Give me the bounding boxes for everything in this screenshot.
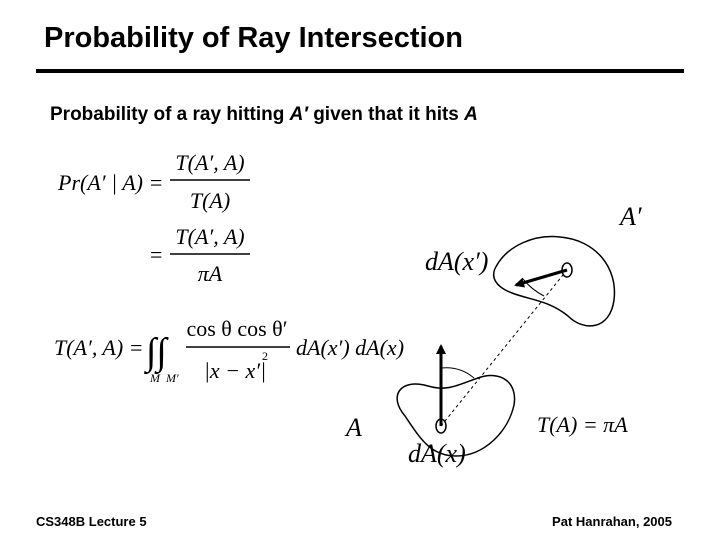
angle-arc — [440, 367, 475, 379]
angle-arc-prime — [521, 277, 545, 297]
title-underline — [36, 69, 684, 73]
label-a: A — [344, 413, 362, 442]
denominator-exponent: 2 — [262, 349, 268, 363]
connecting-ray — [440, 269, 568, 427]
frac2-numerator: T(A′, A) — [175, 224, 244, 249]
surface-a-prime — [492, 235, 616, 327]
integrand-denominator: |x − x′| — [204, 358, 266, 383]
integral-lower-mprime: M′ — [165, 371, 179, 385]
t-lhs: T(A′, A) = — [54, 335, 144, 360]
subtitle-text-2: given that it hits — [307, 104, 465, 125]
subtitle-aprime: A′ — [289, 104, 308, 125]
normal-arrow-prime — [514, 268, 568, 288]
frac2-denominator: πA — [198, 261, 223, 286]
differentials: dA(x′) dA(x) — [296, 335, 404, 360]
footer-course: CS348B Lecture 5 — [36, 514, 147, 529]
frac1-denominator: T(A) — [190, 188, 230, 213]
subtitle-text-1: Probability of a ray hitting — [50, 104, 290, 125]
integrand-numerator: cos θ cos θ′ — [186, 316, 287, 341]
integral-lower-m: M — [149, 371, 161, 385]
label-da-x: dA(x) — [408, 439, 466, 468]
label-da-x-prime: dA(x′) — [425, 247, 488, 276]
label-a-prime: A′ — [618, 202, 642, 231]
slide-title: Probability of Ray Intersection — [44, 22, 463, 54]
eq2-sign: = — [150, 242, 162, 267]
pr-lhs: Pr(A′ | A) = — [57, 170, 163, 195]
slide-subtitle: Probability of a ray hitting A′ given th… — [50, 104, 478, 126]
frac1-numerator: T(A′, A) — [175, 150, 244, 175]
label-ta: T(A) = πA — [537, 412, 628, 437]
surface-a — [396, 374, 516, 457]
footer-author: Pat Hanrahan, 2005 — [552, 514, 672, 529]
double-integral: ∫∫ — [144, 331, 169, 375]
subtitle-a: A — [464, 104, 478, 125]
